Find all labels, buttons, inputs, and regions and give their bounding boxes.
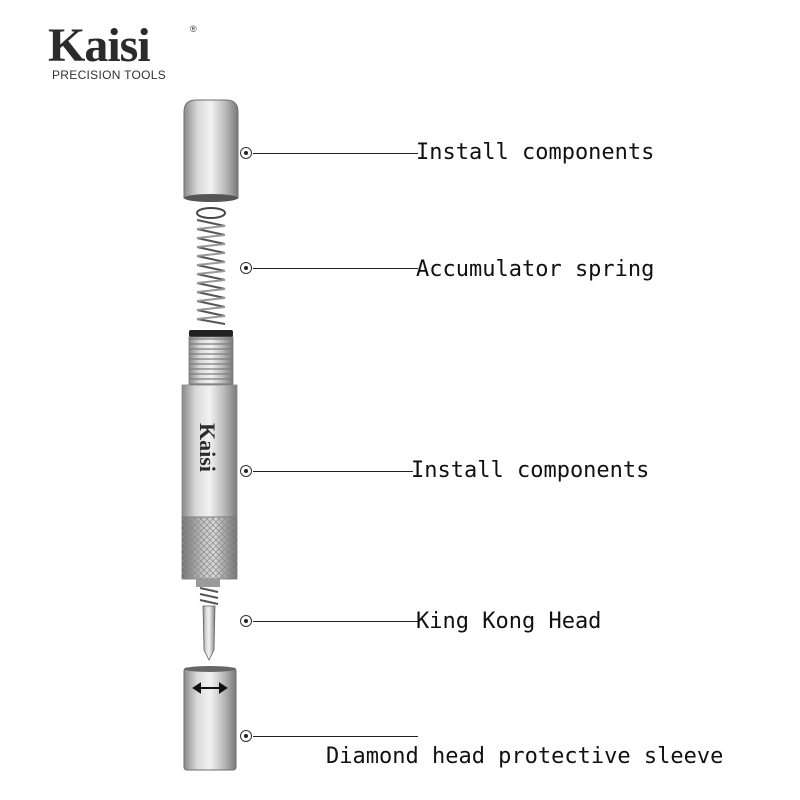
callout-dot-icon [240,262,252,274]
callout-line [253,471,413,472]
accumulator-spring [196,207,226,325]
label-king-kong-head: King Kong Head [416,609,602,634]
tool-engraving: Kaisi [195,423,220,472]
main-body: Kaisi [181,384,238,587]
brand-name: Kaisi [48,19,151,72]
king-kong-head [199,587,219,661]
callout-line [253,268,418,269]
protective-sleeve [183,666,237,771]
label-accumulator-spring: Accumulator spring [416,257,655,282]
label-diamond-head-sleeve: Diamond head protective sleeve [326,744,724,769]
threaded-section [188,330,234,386]
brand-tagline: PRECISION TOOLS [52,68,167,82]
callout-line [253,621,418,622]
top-cap [183,99,239,202]
brand-logo: Kaisi ® PRECISION TOOLS [48,22,208,84]
callout-dot-icon [240,147,252,159]
callout-line [253,153,418,154]
double-arrow-icon [192,682,228,694]
callout-dot-icon [240,465,252,477]
callout-line [253,736,418,737]
callout-dot-icon [240,615,252,627]
registered-mark: ® [190,24,197,34]
label-install-components-top: Install components [416,140,655,165]
label-install-components-body: Install components [411,458,650,483]
callout-dot-icon [240,730,252,742]
